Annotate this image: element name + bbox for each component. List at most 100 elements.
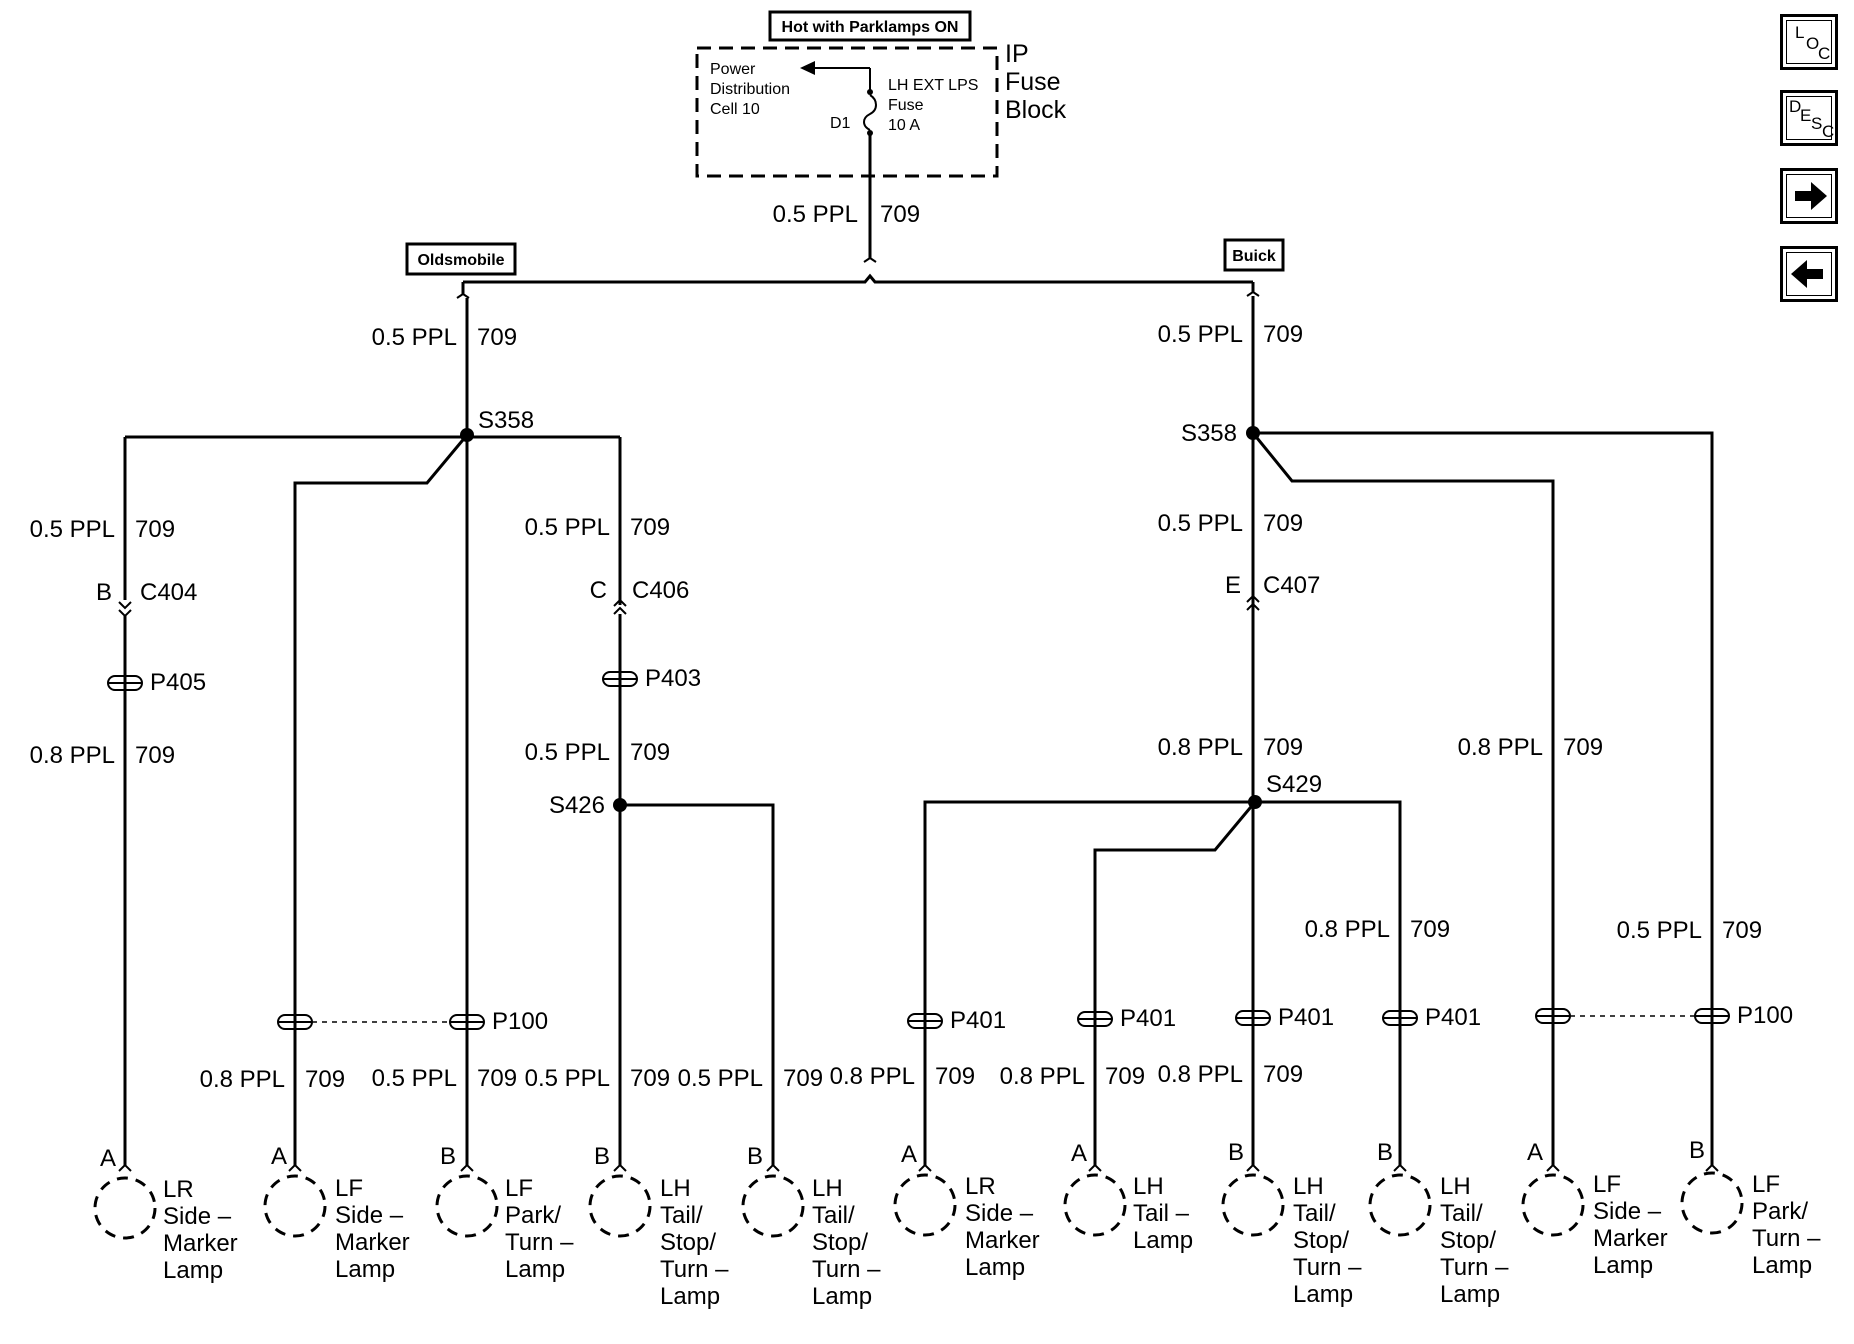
grommet-p401-2-icon [1077,1011,1113,1027]
bot5-gauge: 0.8 PPL [830,1063,915,1090]
grommet-p100-left-icon [277,1014,485,1030]
fuse-name-2: Fuse [888,97,924,114]
grommet-p403-icon [602,671,638,687]
buick-main-circuit: 709 [1263,321,1303,348]
grommet-p403-label: P403 [645,665,701,692]
lamp-6-label: LR Side – Marker Lamp [965,1173,1046,1281]
lamp-9-pin: B [1377,1139,1393,1166]
grommet-p401-1-label: P401 [950,1007,1006,1034]
fuse-icon [863,94,877,131]
buick-lf-park-wire [1253,431,1714,1165]
lamp-4-pin: B [594,1143,610,1170]
bot4-circuit: 709 [783,1065,823,1092]
old-main-circuit: 709 [477,324,517,351]
buick-c407-lower-circuit: 709 [1263,734,1303,761]
top-wire-circuit: 709 [880,201,920,228]
lamp-6-pin: A [901,1141,917,1168]
bot2-circuit: 709 [477,1065,517,1092]
bot5-circuit: 709 [935,1063,975,1090]
lamp-3: B LF Park/ Turn – Lamp [435,1143,580,1283]
variant-oldsmobile-label: Oldsmobile [417,252,504,269]
lamp-1-bulb-icon [93,1176,157,1240]
splice-s358-left-label: S358 [478,407,534,434]
lamp-2-pin: A [271,1143,287,1170]
grommet-p401-4-icon [1382,1010,1418,1026]
old-lf-side-wire [293,434,469,1165]
variant-bus [463,273,1253,284]
old-c406-lower-gauge: 0.5 PPL [525,739,610,766]
lamp-2: A LF Side – Marker Lamp [263,1143,410,1283]
fuse-block-title-2: Fuse [1005,68,1061,96]
loc-letter-3: C [1818,44,1831,63]
lamp-2-bulb-icon [263,1174,327,1238]
grommet-p401-4-label: P401 [1425,1004,1481,1031]
bot3-gauge: 0.5 PPL [525,1065,610,1092]
lamp-3-label: LF Park/ Turn – Lamp [505,1175,580,1283]
buick-lf-park-circuit: 709 [1722,917,1762,944]
buick-c407-lower-gauge: 0.8 PPL [1158,734,1243,761]
lamp-7: A LH Tail – Lamp [1063,1140,1193,1254]
desc-letter-2: E [1800,106,1812,125]
lamp-5-bulb-icon [741,1174,805,1238]
bot2-gauge: 0.5 PPL [372,1065,457,1092]
buick-c407-upper-circuit: 709 [1263,510,1303,537]
lamp-6-bulb-icon [893,1173,957,1237]
old-lr-lower-gauge: 0.8 PPL [30,742,115,769]
desc-letter-1: D [1789,97,1802,116]
old-c406-lower-circuit: 709 [630,739,670,766]
buick-tail-r-gauge: 0.8 PPL [1305,916,1390,943]
grommet-p401-3-icon [1235,1010,1271,1026]
fuse-name-1: LH EXT LPS [888,77,978,94]
lamp-1-label: LR Side – Marker Lamp [163,1176,244,1284]
grommet-p401-1-icon [907,1013,943,1029]
lamp-4-bulb-icon [588,1174,652,1238]
old-lr-upper-gauge: 0.5 PPL [30,516,115,543]
desc-button[interactable]: D E S C [1780,90,1838,146]
lamp-9-label: LH Tail/ Stop/ Turn – Lamp [1440,1173,1515,1308]
grommet-p401-3-label: P401 [1278,1004,1334,1031]
old-main-gauge: 0.5 PPL [372,324,457,351]
grommet-p100-left-label: P100 [492,1008,548,1035]
back-button[interactable] [1780,246,1838,302]
splice-s426-label: S426 [549,792,605,819]
buick-tail-r-circuit: 709 [1410,916,1450,943]
source-line-3: Cell 10 [710,101,760,118]
fuse-pin: D1 [830,115,851,132]
c404-name: C404 [140,579,197,606]
loc-button[interactable]: L O C [1780,14,1838,70]
lamp-8-label: LH Tail/ Stop/ Turn – Lamp [1293,1173,1368,1308]
old-c406-upper-circuit: 709 [630,514,670,541]
lamp-10: A LF Side – Marker Lamp [1521,1139,1668,1279]
lamp-11-pin: B [1689,1137,1705,1164]
variant-buick-label: Buick [1232,248,1276,265]
bot4-gauge: 0.5 PPL [678,1065,763,1092]
buick-s429-bus [923,800,1402,1165]
bot1-circuit: 709 [305,1066,345,1093]
lamp-8-bulb-icon [1221,1173,1285,1237]
c407-pin: E [1225,572,1241,599]
loc-letter-2: O [1806,34,1820,53]
lamp-6: A LR Side – Marker Lamp [893,1141,1046,1281]
forward-button[interactable] [1780,168,1838,224]
buick-lf-side-circuit: 709 [1563,734,1603,761]
old-c406-upper-gauge: 0.5 PPL [525,514,610,541]
grommet-p100-right-icon [1535,1008,1730,1024]
lamp-5-pin: B [747,1143,763,1170]
lamp-10-bulb-icon [1521,1173,1585,1237]
lamp-9: B LH Tail/ Stop/ Turn – Lamp [1368,1139,1515,1308]
bot6-gauge: 0.8 PPL [1000,1063,1085,1090]
c406-name: C406 [632,577,689,604]
buick-lf-park-gauge: 0.5 PPL [1617,917,1702,944]
lamp-11-bulb-icon [1680,1171,1744,1235]
lamp-10-pin: A [1527,1139,1543,1166]
grommet-p401-2-label: P401 [1120,1005,1176,1032]
connector-c407-icon [1246,594,1260,611]
lamp-7-bulb-icon [1063,1173,1127,1237]
bot7-gauge: 0.8 PPL [1158,1061,1243,1088]
lamp-8: B LH Tail/ Stop/ Turn – Lamp [1221,1139,1368,1308]
grommet-p100-right-label: P100 [1737,1002,1793,1029]
buick-c407-upper-gauge: 0.5 PPL [1158,510,1243,537]
c406-pin: C [590,577,607,604]
source-line-1: Power [710,61,756,78]
